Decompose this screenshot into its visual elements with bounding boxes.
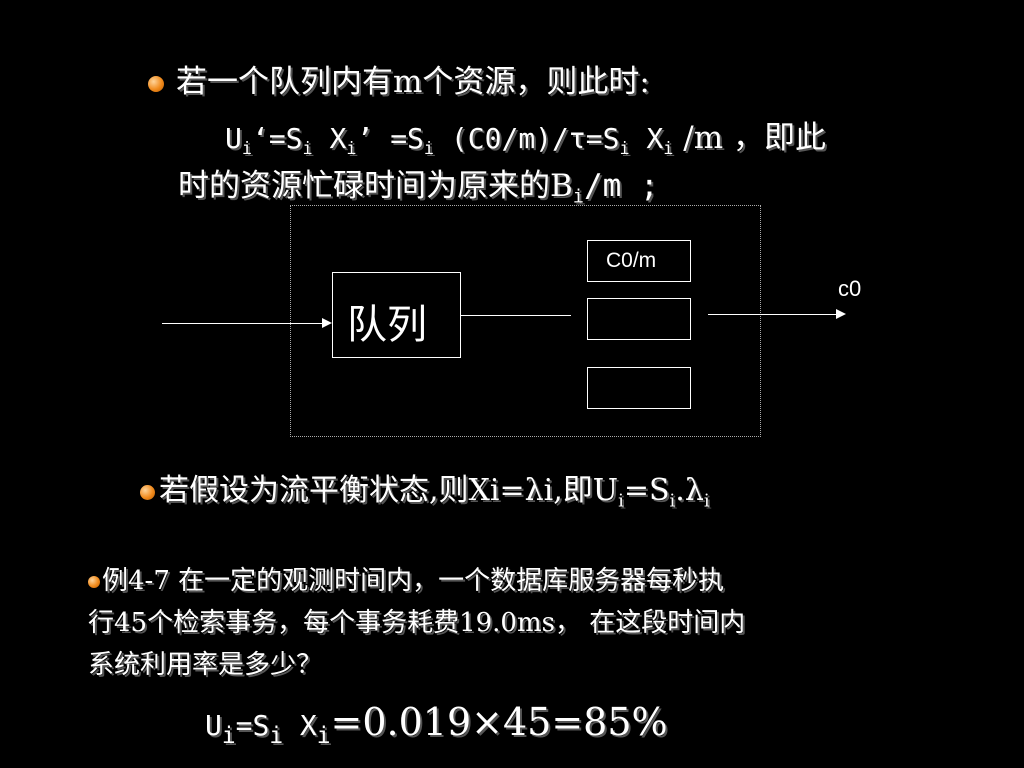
output-label: c0	[838, 276, 862, 301]
example-question: 例4-7 在一定的观测时间内，一个数据库服务器每秒执 行45个检索事务，每个事务…	[88, 560, 745, 686]
busy-time-note: 时的资源忙碌时间为原来的Bi/m ;	[178, 168, 659, 208]
server-label: C0/m	[606, 249, 657, 272]
server-box-3	[587, 367, 691, 409]
bullet-dot-icon	[140, 484, 155, 500]
bullet-dot-icon	[148, 75, 164, 92]
queue-diagram-frame	[290, 205, 761, 437]
example-line-3: 系统利用率是多少？	[88, 650, 323, 680]
bullet-1: 若一个队列内有m个资源，则此时:	[148, 56, 650, 101]
queue-label: 队列	[347, 302, 427, 348]
server-box-2	[587, 298, 691, 340]
queue-box	[332, 272, 461, 358]
input-arrow-line	[162, 323, 322, 324]
queue-to-servers-line	[461, 315, 571, 316]
bullet-dot-icon	[88, 576, 100, 588]
output-arrow-line	[708, 314, 836, 315]
output-arrowhead-icon	[836, 309, 846, 319]
utilization-formula: Ui‘=Si Xi’ =Si (C0/m)/τ=Si Xi /m ，即此	[225, 120, 826, 158]
input-arrowhead-icon	[322, 318, 332, 328]
server-box-1	[587, 240, 691, 282]
bullet-2: 若假设为流平衡状态,则Xi=λi,即Ui=Si.λi	[140, 465, 710, 510]
answer-formula: Ui=Si Xi=0.019×45=85%	[205, 700, 668, 749]
example-line-2: 行45个检索事务，每个事务耗费19.0ms， 在这段时间内	[88, 608, 746, 638]
bullet-1-text: 若一个队列内有m个资源，则此时:	[176, 64, 650, 100]
example-line-1: 例4-7 在一定的观测时间内，一个数据库服务器每秒执	[88, 560, 745, 602]
